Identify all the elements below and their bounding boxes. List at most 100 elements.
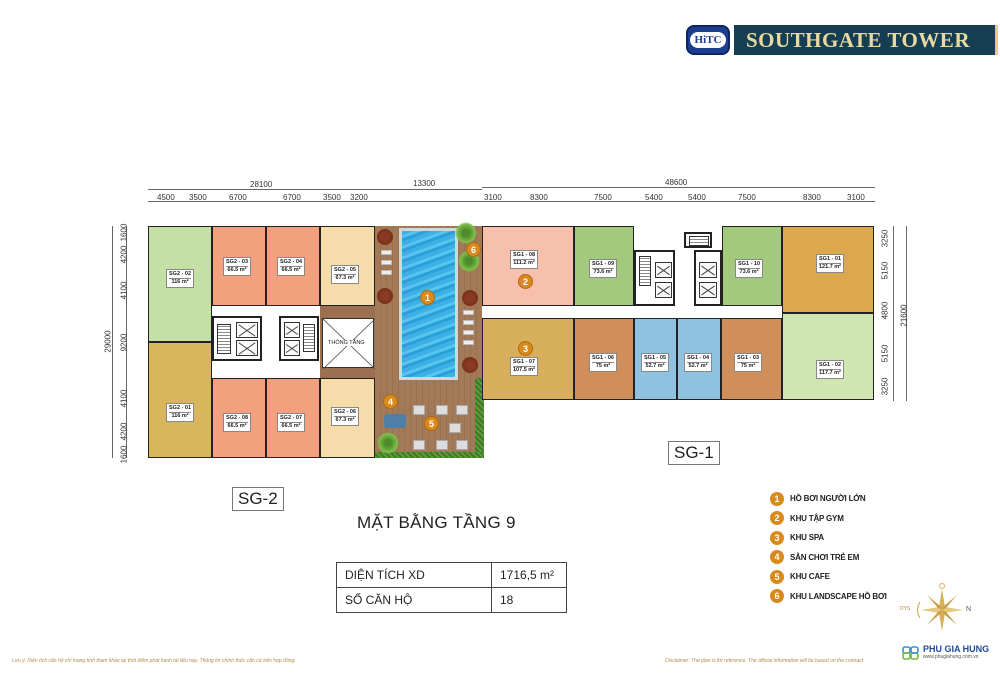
lounger-icon bbox=[381, 270, 392, 275]
building-tag-sg1: SG-1 bbox=[668, 441, 720, 465]
dim-line bbox=[893, 226, 894, 401]
palm-tree-icon bbox=[377, 432, 399, 454]
dim-gap-total: 13300 bbox=[413, 179, 436, 188]
landscape-grass bbox=[375, 452, 483, 458]
compass-rose-icon: DYS N bbox=[900, 580, 972, 640]
dim-left-total: 29000 bbox=[103, 330, 113, 353]
elevator-icon bbox=[284, 322, 300, 338]
lounger-icon bbox=[463, 320, 474, 325]
dim-seg: 1600 bbox=[119, 445, 129, 464]
dim-seg: 5150 bbox=[880, 344, 890, 363]
dim-seg: 4200 bbox=[119, 422, 129, 441]
sg1-core-top-stair bbox=[684, 232, 712, 248]
elevator-icon bbox=[284, 340, 300, 356]
table-row: SỐ CĂN HỘ 18 bbox=[336, 587, 567, 613]
legend-item: 4 SÂN CHƠI TRẺ EM bbox=[770, 548, 887, 568]
dim-seg: 5400 bbox=[688, 193, 706, 202]
dim-sg1-total: 48600 bbox=[665, 178, 688, 187]
dim-line bbox=[126, 226, 127, 458]
cafe-table-icon bbox=[436, 405, 448, 415]
legend-label: KHU TẬP GYM bbox=[790, 513, 844, 523]
agency-url[interactable]: www.phugiahung.com.vn bbox=[923, 654, 979, 660]
cafe-table-icon bbox=[436, 440, 448, 450]
elevator-icon bbox=[699, 262, 717, 278]
cafe-table-icon bbox=[413, 440, 425, 450]
lounger-icon bbox=[463, 310, 474, 315]
legend-label: SÂN CHƠI TRẺ EM bbox=[790, 552, 860, 562]
dim-seg: 4200 bbox=[119, 245, 129, 264]
dim-seg: 4800 bbox=[880, 301, 890, 320]
summary-value: 18 bbox=[491, 587, 567, 613]
marker-cafe: 5 bbox=[424, 416, 439, 431]
agency-logo: PHU GIA HUNG www.phugiahung.com.vn bbox=[902, 645, 989, 661]
cafe-table-icon bbox=[456, 440, 468, 450]
footnote-note: Lưu ý: Diện tích căn hộ chỉ mang tính th… bbox=[12, 658, 296, 664]
footnote-disclaimer: Disclaimer: The plan is for reference. T… bbox=[665, 658, 864, 664]
dim-seg: 3250 bbox=[880, 229, 890, 248]
project-name: SOUTHGATE TOWER bbox=[746, 27, 970, 52]
summary-table: DIỆN TÍCH XD 1716,5 m² SỐ CĂN HỘ 18 bbox=[336, 562, 567, 613]
legend-label: HỒ BƠI NGƯỜI LỚN bbox=[790, 494, 866, 504]
void-area: THÔNG TẦNG bbox=[322, 318, 375, 369]
staircase-icon bbox=[689, 236, 709, 246]
dim-seg: 9200 bbox=[119, 333, 129, 352]
legend-number-badge: 4 bbox=[770, 550, 784, 565]
legend-number-badge: 3 bbox=[770, 530, 784, 545]
marker-playground: 4 bbox=[383, 394, 398, 409]
legend-label: KHU CAFE bbox=[790, 572, 830, 582]
sg1-core-left bbox=[634, 250, 675, 306]
legend-number-badge: 1 bbox=[770, 491, 784, 506]
building-tag-sg2: SG-2 bbox=[232, 487, 284, 511]
dim-seg: 8300 bbox=[530, 193, 548, 202]
dim-seg: 5150 bbox=[880, 261, 890, 280]
dim-seg: 7500 bbox=[594, 193, 612, 202]
staircase-icon bbox=[639, 256, 651, 286]
sg2-core-left bbox=[212, 316, 262, 361]
dim-right-total: 21600 bbox=[899, 304, 909, 327]
dim-seg: 8300 bbox=[803, 193, 821, 202]
summary-label: SỐ CĂN HỘ bbox=[336, 587, 492, 613]
dim-seg: 3500 bbox=[189, 193, 207, 202]
table-row: DIỆN TÍCH XD 1716,5 m² bbox=[336, 562, 567, 588]
floor-plan-title: MẶT BẰNG TẦNG 9 bbox=[357, 513, 516, 532]
marker-pool: 1 bbox=[420, 290, 435, 305]
dim-seg: 4100 bbox=[119, 281, 129, 300]
elevator-icon bbox=[236, 340, 258, 356]
elevator-icon bbox=[699, 282, 717, 298]
agency-name: PHU GIA HUNG bbox=[923, 644, 990, 654]
summary-label: DIỆN TÍCH XD bbox=[336, 562, 492, 588]
cafe-table-icon bbox=[449, 423, 461, 433]
cafe-table-icon bbox=[413, 405, 425, 415]
